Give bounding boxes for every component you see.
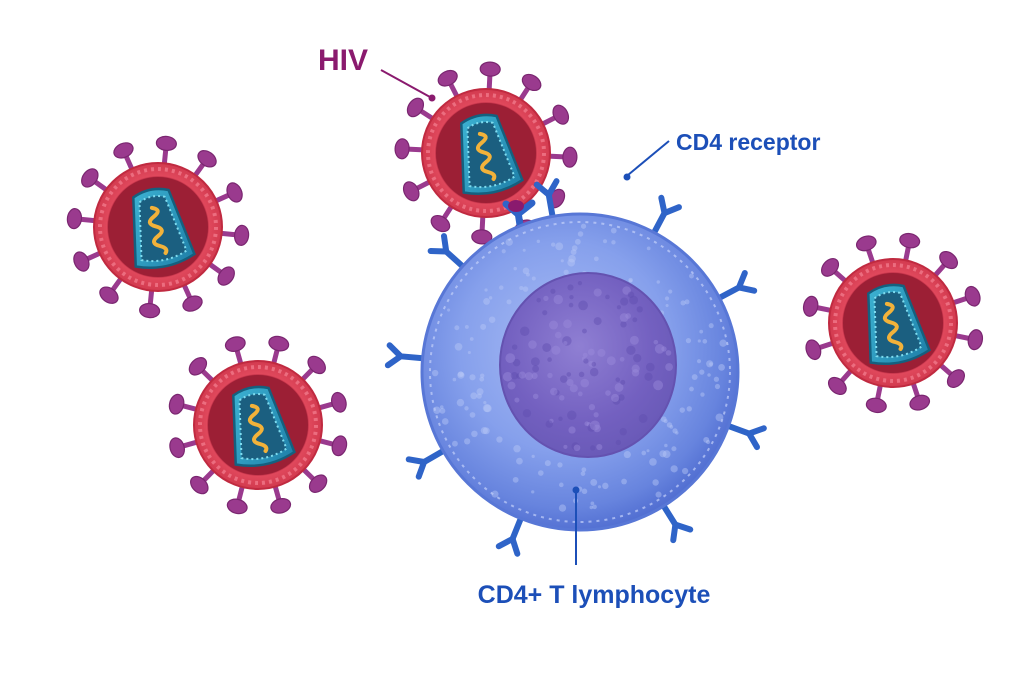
cytoplasm-texture [431,223,727,512]
gp120-knob [307,355,326,375]
cd4-t-lymphocyte-label: CD4+ T lymphocyte [478,581,711,609]
nucleus [499,272,677,458]
envelope-texture [198,365,318,485]
gp120-knob [182,295,203,312]
viral-capsid [867,283,931,366]
gp120-knob [802,295,819,317]
viral-rna [147,205,169,255]
gp120-knob [939,251,959,270]
gp120-knob [331,435,348,457]
gp120-knob [81,168,99,188]
gp120-knob [562,146,578,168]
hiv-label: HIV [318,44,368,77]
gp120-knob [964,285,981,307]
gp120-knob [139,302,161,319]
hiv-virion [66,135,250,319]
gp120-knob [66,208,83,230]
gp120-knob [188,357,208,376]
gp120-binding-site [508,200,524,212]
gp120-knob [899,232,921,249]
viral-rna [882,301,904,351]
gp120-knob [552,104,570,125]
cell-leader-dot [572,486,580,494]
gp120-knob [99,286,119,304]
gp120-knob [308,474,328,493]
gp120-knob [197,150,217,168]
viral-rna [247,403,269,453]
hiv-virion [802,232,984,414]
envelope-texture [98,167,218,287]
membrane-texture [429,221,731,523]
gp120-knob [430,214,451,233]
gp120-knob [168,393,185,415]
cd4-t-lymphocyte [384,178,767,557]
gp120-knob [479,61,501,77]
hiv-virion [168,335,348,515]
gp120-knob [217,266,235,286]
viral-capsid [132,187,196,270]
gp120-knob [521,73,542,92]
gp120-knob [865,397,887,414]
gp120-knob [827,376,847,395]
gp120-knob [967,329,984,351]
gp120-knob [190,475,209,495]
gp120-knob [855,235,877,252]
gp120-knob [821,257,840,277]
gp120-knob [73,251,90,272]
gp120-knob [226,498,248,515]
gp120-knob [155,135,177,152]
gp120-knob [113,142,134,159]
hiv-virion-binding [394,61,578,245]
envelope-texture [426,93,546,213]
viral-capsid [460,113,524,196]
gp120-knob [268,335,290,352]
gp120-knob [909,394,931,411]
gp120-knob [226,182,243,203]
gp120-knob [471,229,493,245]
gp120-knob [331,391,347,413]
receptor-leader-dot [623,173,631,181]
viral-rna [475,131,497,181]
envelope-texture [833,263,953,383]
gp120-knob [224,336,246,352]
hiv-leader-line [380,69,431,98]
gp120-knob [402,181,420,202]
gp120-knob [394,138,410,160]
cd4-receptor-label: CD4 receptor [676,129,820,155]
gp120-knob [169,437,185,459]
hiv-leader-dot [428,94,436,102]
gp120-knob [437,69,458,87]
receptor-leader-line [627,140,670,176]
gp120-knob [946,369,965,389]
gp120-knob [270,498,292,514]
gp120-knob [233,224,250,246]
gp120-knob [406,97,425,118]
viral-capsid [232,385,296,468]
gp120-knob [805,339,822,361]
nucleus-texture [502,281,673,452]
